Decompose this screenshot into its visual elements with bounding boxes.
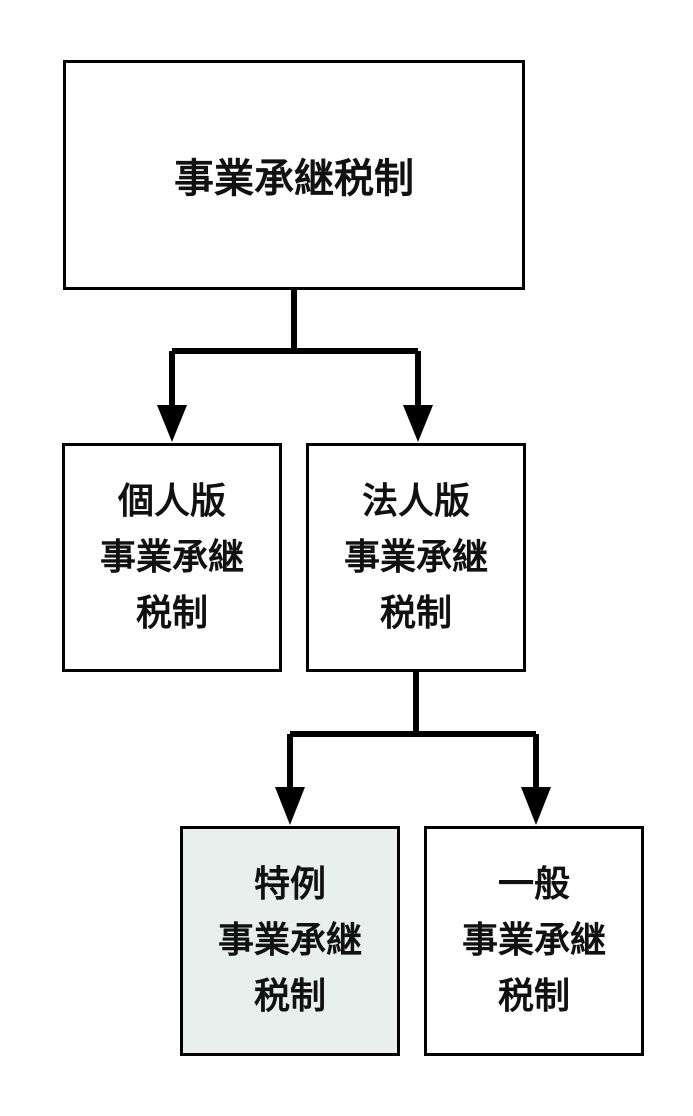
- arrow-to-individual: [157, 405, 187, 442]
- node-label-line3: 税制: [497, 976, 570, 1017]
- node-business-succession-tax: 事業承継税制: [63, 60, 525, 290]
- node-individual-version: 個人版 事業承継 税制: [62, 443, 282, 672]
- node-label-line3: 税制: [253, 976, 326, 1017]
- connector-top-to-level2: [169, 290, 421, 408]
- node-general-measure: 一般 事業承継 税制: [424, 826, 644, 1056]
- node-label-line2: 事業承継: [343, 536, 488, 578]
- node-label-line1: 一般: [497, 864, 570, 905]
- connector-corporate-to-level3: [287, 672, 539, 790]
- node-label-line3: 税制: [135, 592, 208, 634]
- arrow-to-special: [275, 787, 305, 825]
- node-label-line1: 特例: [253, 864, 326, 905]
- arrow-to-general: [521, 787, 551, 825]
- node-special-measure: 特例 事業承継 税制: [180, 826, 400, 1056]
- node-label: 事業承継税制: [174, 156, 414, 202]
- node-label-line1: 個人版: [117, 480, 226, 522]
- node-label-line2: 事業承継: [461, 920, 606, 961]
- node-label-line1: 法人版: [361, 480, 470, 522]
- node-label-line2: 事業承継: [99, 536, 244, 578]
- node-corporate-version: 法人版 事業承継 税制: [306, 443, 526, 672]
- arrow-to-corporate: [403, 405, 433, 442]
- node-label-line2: 事業承継: [217, 920, 362, 961]
- node-label-line3: 税制: [379, 592, 452, 634]
